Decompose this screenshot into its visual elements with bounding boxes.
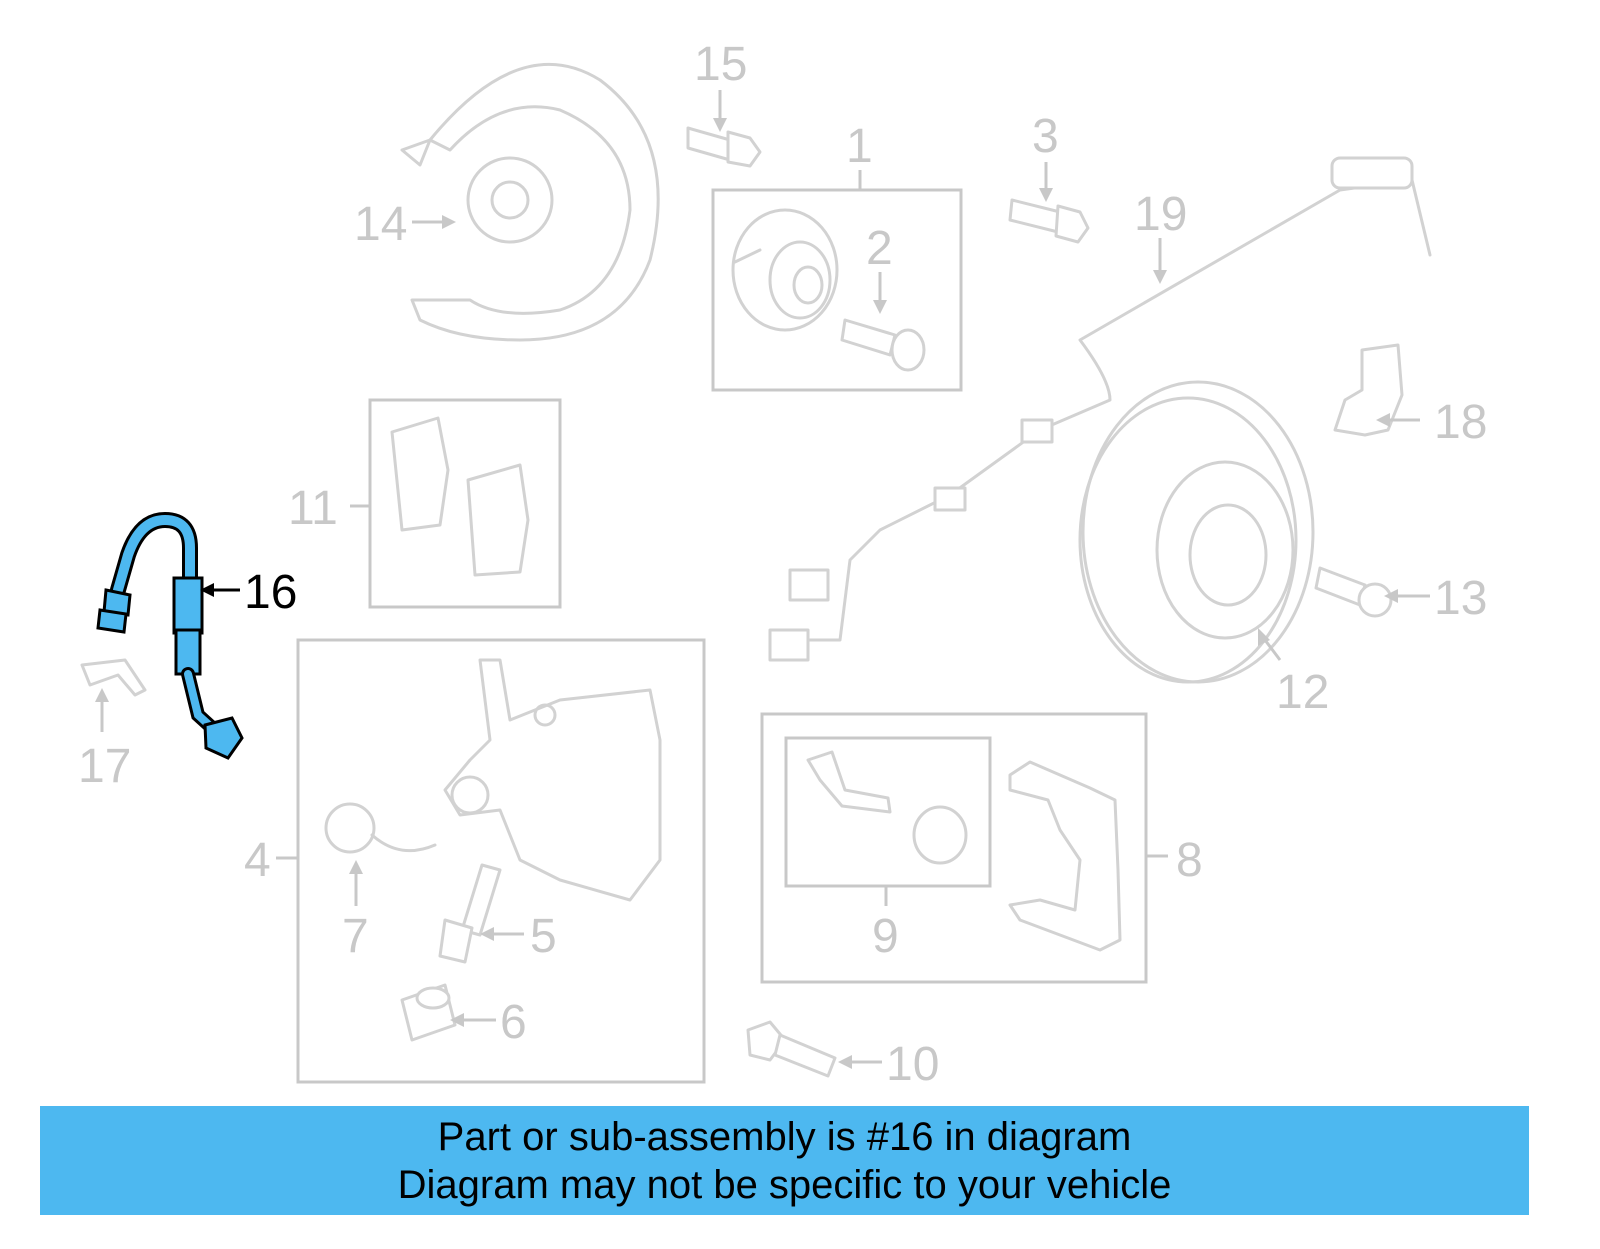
caliper-group-box [296,638,706,1084]
guide-pin-group-box [784,736,992,888]
callout-17[interactable]: 17 [78,740,131,793]
hub-group-box [711,188,963,392]
brake-caliper-part[interactable] [443,658,662,902]
callout-6[interactable]: 6 [500,996,527,1049]
callout-15[interactable]: 15 [694,38,747,91]
bolt-15-part[interactable] [686,126,762,168]
callout-12[interactable]: 12 [1276,666,1329,719]
callout-11[interactable]: 11 [288,482,338,535]
brake-rotor-part[interactable] [1078,380,1315,684]
callout-3[interactable]: 3 [1032,110,1059,163]
callout-9[interactable]: 9 [872,910,899,963]
bolt-3-part[interactable] [1008,198,1090,244]
callout-5[interactable]: 5 [530,910,557,963]
callout-10[interactable]: 10 [886,1038,939,1091]
hub-bolt-part[interactable] [840,318,926,372]
guide-pin-kit-part[interactable] [806,750,968,865]
bleeder-valve-part[interactable] [438,863,502,964]
wheel-hub-part[interactable] [731,208,839,332]
callout-7[interactable]: 7 [342,910,369,963]
banner-line-2: Diagram may not be specific to your vehi… [397,1163,1172,1207]
hose-clip-part[interactable] [80,658,147,697]
banner-line-1: Part or sub-assembly is #16 in diagram [437,1115,1132,1159]
callout-13[interactable]: 13 [1434,572,1487,625]
caliper-spring-part[interactable] [324,802,437,854]
callout-19[interactable]: 19 [1134,188,1187,241]
brake-pad-group-box [368,398,562,609]
speed-sensor-part[interactable] [1333,343,1404,437]
callout-8[interactable]: 8 [1176,834,1203,887]
callout-16[interactable]: 16 [244,566,297,619]
caliper-bracket-part[interactable] [1008,760,1122,952]
rotor-screw-part[interactable] [1314,566,1393,618]
callout-14[interactable]: 14 [354,198,407,251]
brake-pads-part[interactable] [390,416,530,577]
callouts: 15 1 3 2 19 14 18 11 16 13 12 17 4 8 7 5… [78,38,1487,1091]
brake-hose-part[interactable] [96,511,244,760]
abs-sensor-wire-part[interactable] [768,156,1432,662]
callout-4[interactable]: 4 [244,834,271,887]
callout-18[interactable]: 18 [1434,396,1487,449]
callout-1[interactable]: 1 [846,120,873,173]
bracket-group-box [760,712,1148,984]
bolt-10-part[interactable] [746,1020,837,1078]
splash-shield-part[interactable] [400,62,660,342]
leader-lines [95,90,1430,1069]
caliper-piston-part[interactable] [400,983,457,1042]
callout-2[interactable]: 2 [866,222,893,275]
info-banner: Part or sub-assembly is #16 in diagram D… [40,1106,1529,1215]
